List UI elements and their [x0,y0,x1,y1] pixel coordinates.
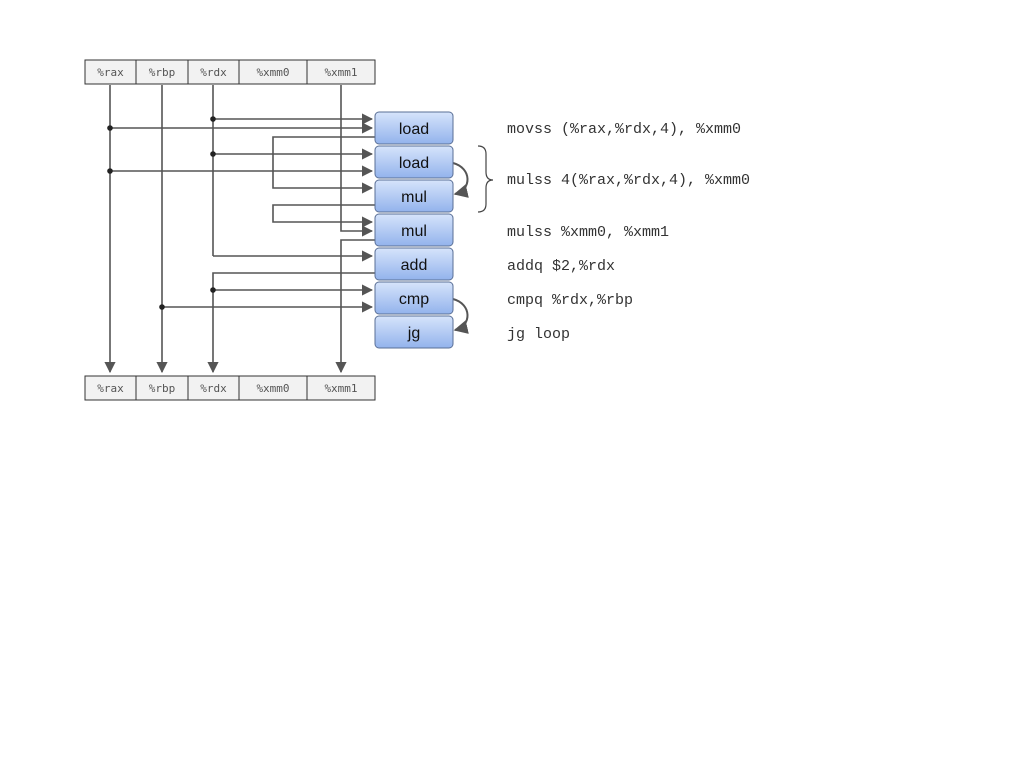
junction-rax-load2 [107,168,113,174]
op-add: add [374,247,454,281]
instr-addq: addq $2,%rdx [507,258,615,275]
wire-load1-to-mul [272,136,375,194]
op-load-2-label: load [399,155,429,172]
top-register-xmm1: %xmm1 [306,59,376,85]
instruction-listing: movss (%rax,%rdx,4), %xmm0 mulss 4(%rax,… [507,121,750,343]
wire-xmm1-into-mul2 [340,225,374,237]
top-register-rax-label: %rax [97,66,124,79]
wire-cmp-to-jg-curve [452,298,469,334]
top-register-xmm1-label: %xmm1 [324,66,357,79]
top-register-rdx: %rdx [187,59,240,85]
wire-mul-to-mul [272,204,375,228]
top-register-rbp-label: %rbp [149,66,176,79]
op-cmp: cmp [374,281,454,315]
instr-cmpq: cmpq %rdx,%rbp [507,292,633,309]
operation-column: load load mul mul add cmp jg [374,111,454,349]
bottom-register-rax-label: %rax [97,382,124,395]
wire-mul2-to-xmm1 [335,239,375,374]
bottom-register-bar: %rax %rbp %rdx %xmm0 %xmm1 [84,375,376,401]
top-register-bar: %rax %rbp %rdx %xmm0 %xmm1 [84,59,376,85]
op-load-1-label: load [399,121,429,138]
op-add-label: add [401,257,428,274]
instr-mulss-reg: mulss %xmm0, %xmm1 [507,224,669,241]
bottom-register-xmm1: %xmm1 [306,375,376,401]
top-register-rdx-label: %rdx [200,66,227,79]
junction-rax-load1 [107,125,113,131]
bottom-register-rax: %rax [84,375,137,401]
bottom-register-xmm0-label: %xmm0 [256,382,289,395]
wire-add-to-rdx [207,272,375,374]
bottom-register-rbp: %rbp [135,375,189,401]
op-mul-1: mul [374,179,454,213]
junction-rdx-cmp [210,287,216,293]
op-jg: jg [374,315,454,349]
op-cmp-label: cmp [399,291,429,308]
op-mul-2: mul [374,213,454,247]
top-register-rbp: %rbp [135,59,189,85]
instr-movss: movss (%rax,%rdx,4), %xmm0 [507,121,741,138]
wires [104,85,469,374]
wire-load2-to-mul-curve [452,162,469,198]
bottom-register-xmm0: %xmm0 [238,375,308,401]
top-register-rax: %rax [84,59,137,85]
instr-mulss-mem: mulss 4(%rax,%rdx,4), %xmm0 [507,172,750,189]
instr-jg: jg loop [507,326,570,343]
brace-mulss-group [477,145,494,213]
op-load-1: load [374,111,454,145]
top-register-xmm0-label: %xmm0 [256,66,289,79]
op-load-2: load [374,145,454,179]
op-mul-1-label: mul [401,189,427,206]
junction-rdx-load2 [210,151,216,157]
bottom-register-rdx: %rdx [187,375,240,401]
bottom-register-xmm1-label: %xmm1 [324,382,357,395]
bottom-register-rdx-label: %rdx [200,382,227,395]
junction-rdx-load1 [210,116,216,122]
top-register-xmm0: %xmm0 [238,59,308,85]
bottom-register-rbp-label: %rbp [149,382,176,395]
op-jg-label: jg [407,325,420,342]
junction-rbp-cmp [159,304,165,310]
op-mul-2-label: mul [401,223,427,240]
